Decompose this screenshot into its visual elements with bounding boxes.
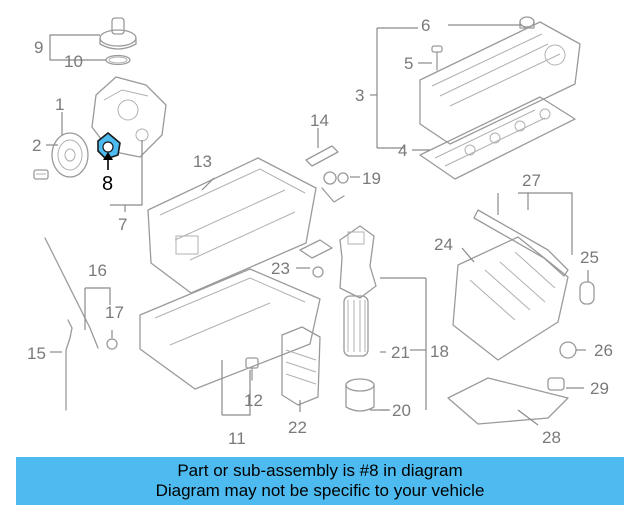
callout-5: 5 xyxy=(404,54,413,73)
banner-line-disclaimer: Diagram may not be specific to your vehi… xyxy=(155,481,485,500)
part-oil-cooler xyxy=(281,326,321,406)
part-bracket xyxy=(473,209,569,277)
part-oil-filter-housing xyxy=(339,225,377,299)
part-housing-gasket xyxy=(299,239,333,278)
part-fitting xyxy=(321,171,349,203)
callout-14: 14 xyxy=(310,111,329,130)
part-support xyxy=(447,377,569,425)
callout-3: 3 xyxy=(355,86,364,105)
part-dipstick-tube xyxy=(44,237,118,411)
leader-lines xyxy=(46,24,589,426)
callout-10: 10 xyxy=(64,52,83,71)
part-8-seal-highlighted xyxy=(97,132,121,160)
part-upper-oil-pan xyxy=(147,157,317,294)
part-oil-filter-element xyxy=(343,295,369,357)
callout-27: 27 xyxy=(522,171,541,190)
part-crank-pulley xyxy=(51,132,89,178)
callout-7: 7 xyxy=(118,215,127,234)
callout-13: 13 xyxy=(193,152,212,171)
part-sensor xyxy=(547,377,565,391)
callout-29: 29 xyxy=(590,379,609,398)
banner-line-part-number: Part or sub-assembly is #8 in diagram xyxy=(177,461,463,480)
callout-8-highlighted: 8 xyxy=(102,173,113,195)
callout-11: 11 xyxy=(228,429,246,448)
callout-15: 15 xyxy=(27,344,46,363)
part-throttle-seal xyxy=(559,341,577,359)
callout-17: 17 xyxy=(105,303,124,322)
part-pipe xyxy=(305,145,339,167)
part-lower-oil-pan xyxy=(139,268,321,390)
callout-25: 25 xyxy=(580,248,599,267)
part-manifold-gasket xyxy=(579,281,595,305)
callout-18: 18 xyxy=(430,342,449,361)
callout-22: 22 xyxy=(288,418,307,437)
part-valve-cover xyxy=(419,21,581,145)
part-drain-plug xyxy=(245,357,259,381)
part-oil-filler-cap xyxy=(99,17,137,50)
part-valve-cover-bolt xyxy=(431,45,443,71)
callout-19: 19 xyxy=(362,169,381,188)
part-breather-valve xyxy=(519,16,535,29)
callout-20: 20 xyxy=(392,401,411,420)
callout-9: 9 xyxy=(34,38,43,57)
callout-23: 23 xyxy=(271,259,290,278)
callout-2: 2 xyxy=(32,136,41,155)
info-banner: Part or sub-assembly is #8 in diagram Di… xyxy=(16,457,624,505)
callout-6: 6 xyxy=(421,16,430,35)
part-valve-cover-gasket xyxy=(419,96,576,180)
callout-21: 21 xyxy=(391,343,410,362)
callout-16: 16 xyxy=(88,261,107,280)
part-pulley-bolt xyxy=(33,169,49,180)
part-timing-cover xyxy=(91,76,167,158)
parts-diagram: 1 2 3 4 5 6 7 8 9 10 11 12 13 14 15 16 1… xyxy=(27,16,613,448)
callout-4: 4 xyxy=(398,141,407,160)
part-intake-manifold xyxy=(452,236,569,361)
callout-1: 1 xyxy=(55,95,64,114)
part-filter-cap xyxy=(345,378,375,412)
part-seal-ring xyxy=(105,54,131,66)
callout-24: 24 xyxy=(434,235,453,254)
callout-12: 12 xyxy=(244,391,263,410)
callout-28: 28 xyxy=(542,428,561,447)
callout-26: 26 xyxy=(594,341,613,360)
